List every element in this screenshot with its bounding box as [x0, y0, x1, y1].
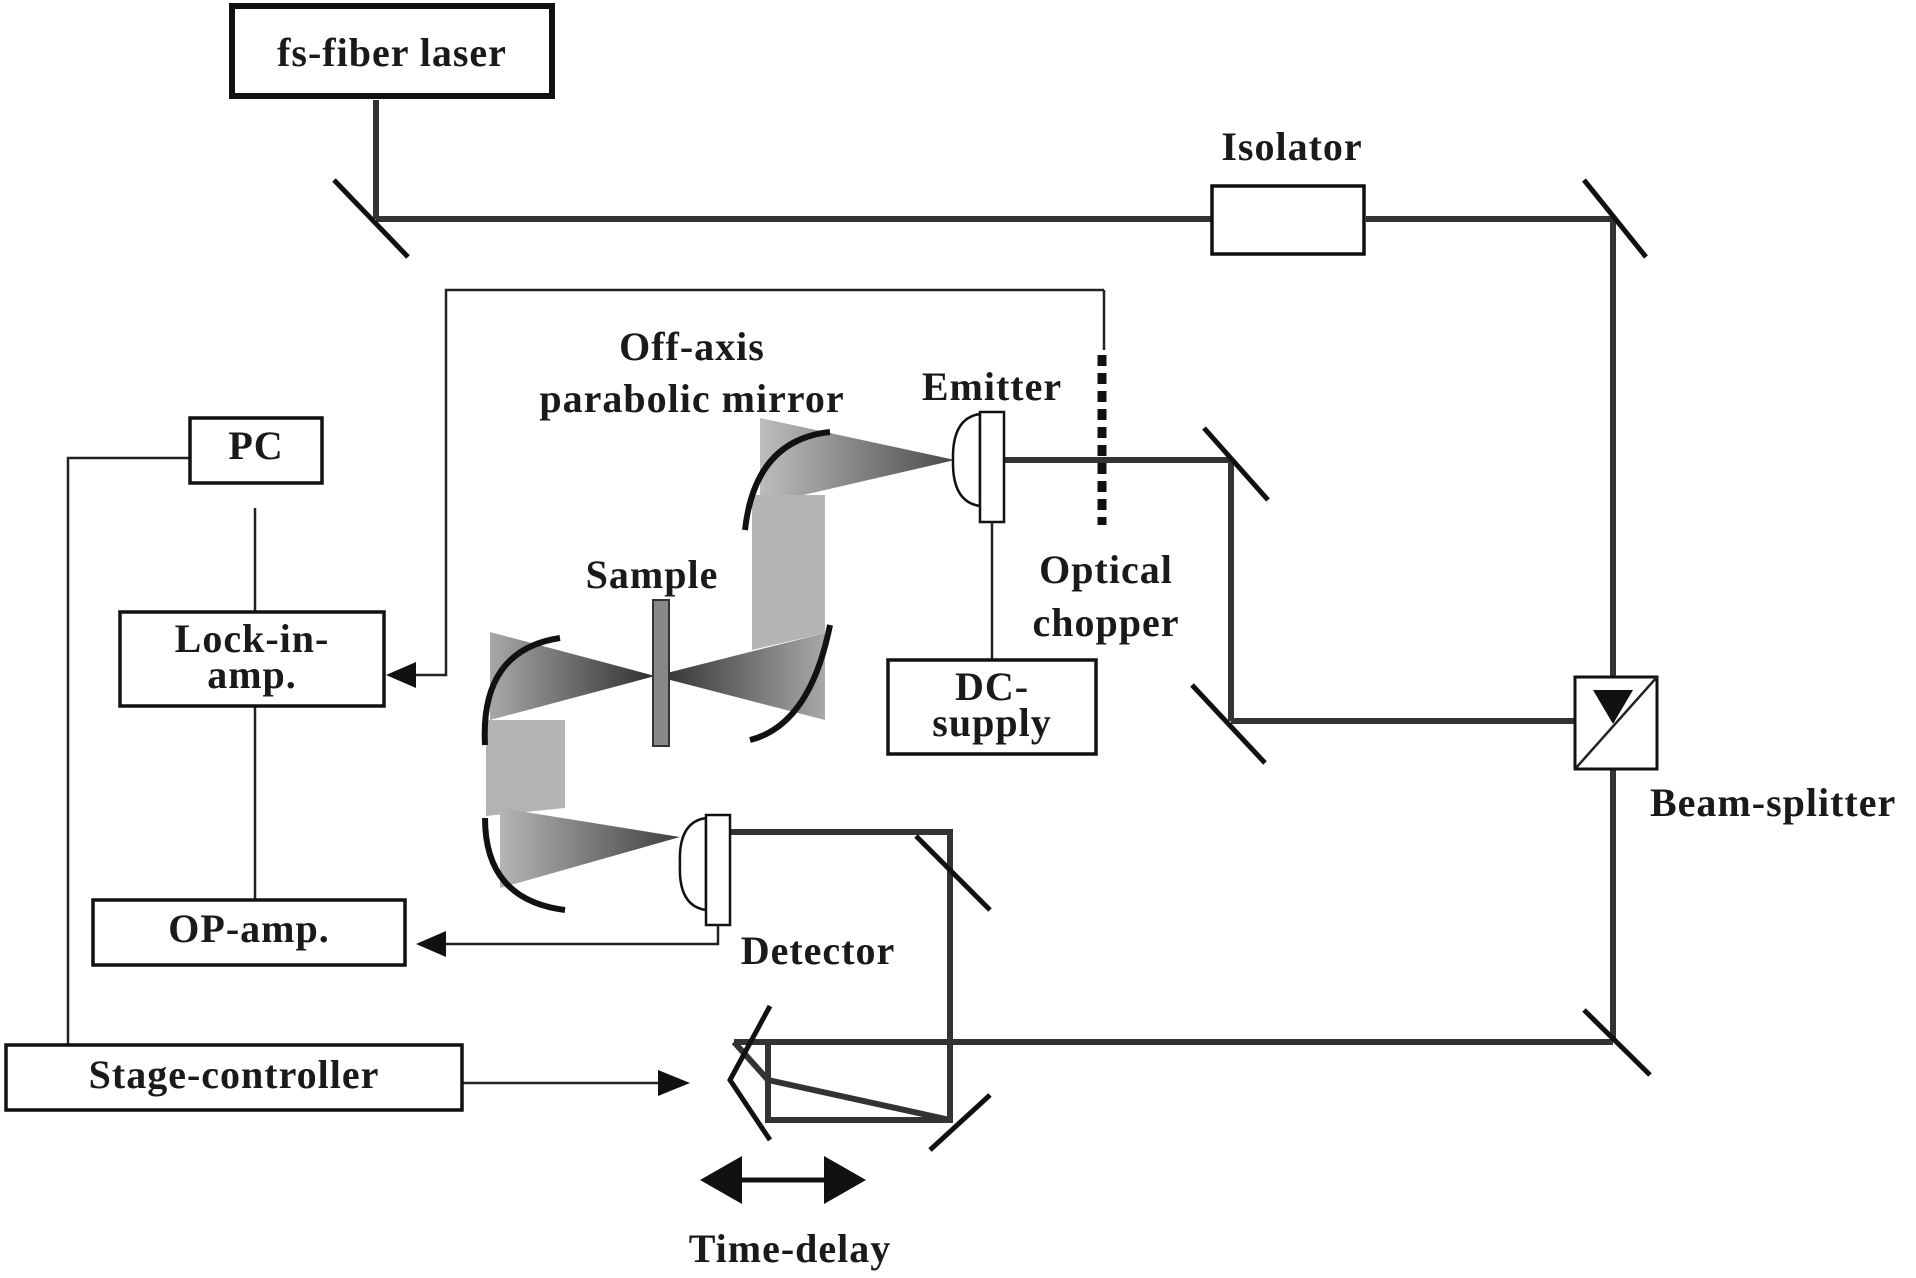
beam-splitter-label: Beam-splitter: [1650, 780, 1896, 825]
retroreflector-icon: [727, 1004, 773, 1142]
op-amp-box: [91, 898, 407, 967]
laser-label: fs-fiber laser: [277, 30, 507, 75]
signal-wires: [66, 288, 1104, 1085]
isolator-label: Isolator: [1221, 124, 1362, 169]
detector-label: Detector: [741, 928, 896, 973]
optical-chopper-label-2: chopper: [1033, 600, 1180, 645]
optical-chopper-label-1: Optical: [1039, 547, 1173, 592]
dc-supply-label-1: DC-: [955, 664, 1029, 709]
emitter-label: Emitter: [922, 364, 1062, 409]
parabolic-mirror-1: [742, 429, 831, 531]
lockin-arrow-icon: [386, 662, 416, 688]
sample-plate: [652, 599, 670, 747]
time-delay-label: Time-delay: [689, 1226, 892, 1271]
laser-box: [229, 3, 555, 99]
opamp-arrow-icon: [416, 931, 446, 957]
pc-box: [188, 416, 324, 485]
parabolic-mirror-3: [481, 635, 561, 746]
emitter-antenna: [951, 410, 1006, 524]
mirror-6: [914, 834, 992, 912]
mirror-4: [1190, 683, 1267, 765]
isolator-box: [1210, 184, 1366, 256]
op-amp-label: OP-amp.: [168, 906, 329, 951]
off-axis-label-1: Off-axis: [619, 324, 765, 369]
lockin-amp-label-1: Lock-in-: [175, 616, 330, 661]
detector-antenna: [678, 813, 732, 927]
mirror-3: [1202, 426, 1270, 502]
lockin-amp-label-2: amp.: [207, 652, 297, 697]
stage-arrow-icon: [658, 1070, 690, 1096]
mirror-5: [1582, 1008, 1652, 1077]
laser-beam-path: [373, 100, 1616, 1123]
mirror-7: [928, 1093, 992, 1152]
sample-label: Sample: [586, 552, 719, 597]
plane-mirrors: [332, 178, 1652, 1152]
mirror-2: [1582, 178, 1648, 259]
thz-beam: [486, 418, 955, 888]
parabolic-mirror-4: [482, 817, 566, 913]
off-axis-label-2: parabolic mirror: [539, 376, 844, 421]
mirror-1: [332, 178, 410, 259]
beam-splitter-cube: [1573, 675, 1659, 771]
dc-supply-box: [886, 658, 1098, 756]
parabolic-mirrors: [481, 429, 833, 913]
stage-controller-label: Stage-controller: [89, 1052, 380, 1097]
stage-controller-box: [4, 1043, 464, 1112]
pc-label: PC: [228, 423, 283, 468]
parabolic-mirror-2: [749, 624, 833, 743]
dc-supply-label-2: supply: [932, 700, 1051, 745]
lockin-amp-box: [118, 610, 386, 708]
time-delay-arrow-icon: [700, 1156, 866, 1204]
